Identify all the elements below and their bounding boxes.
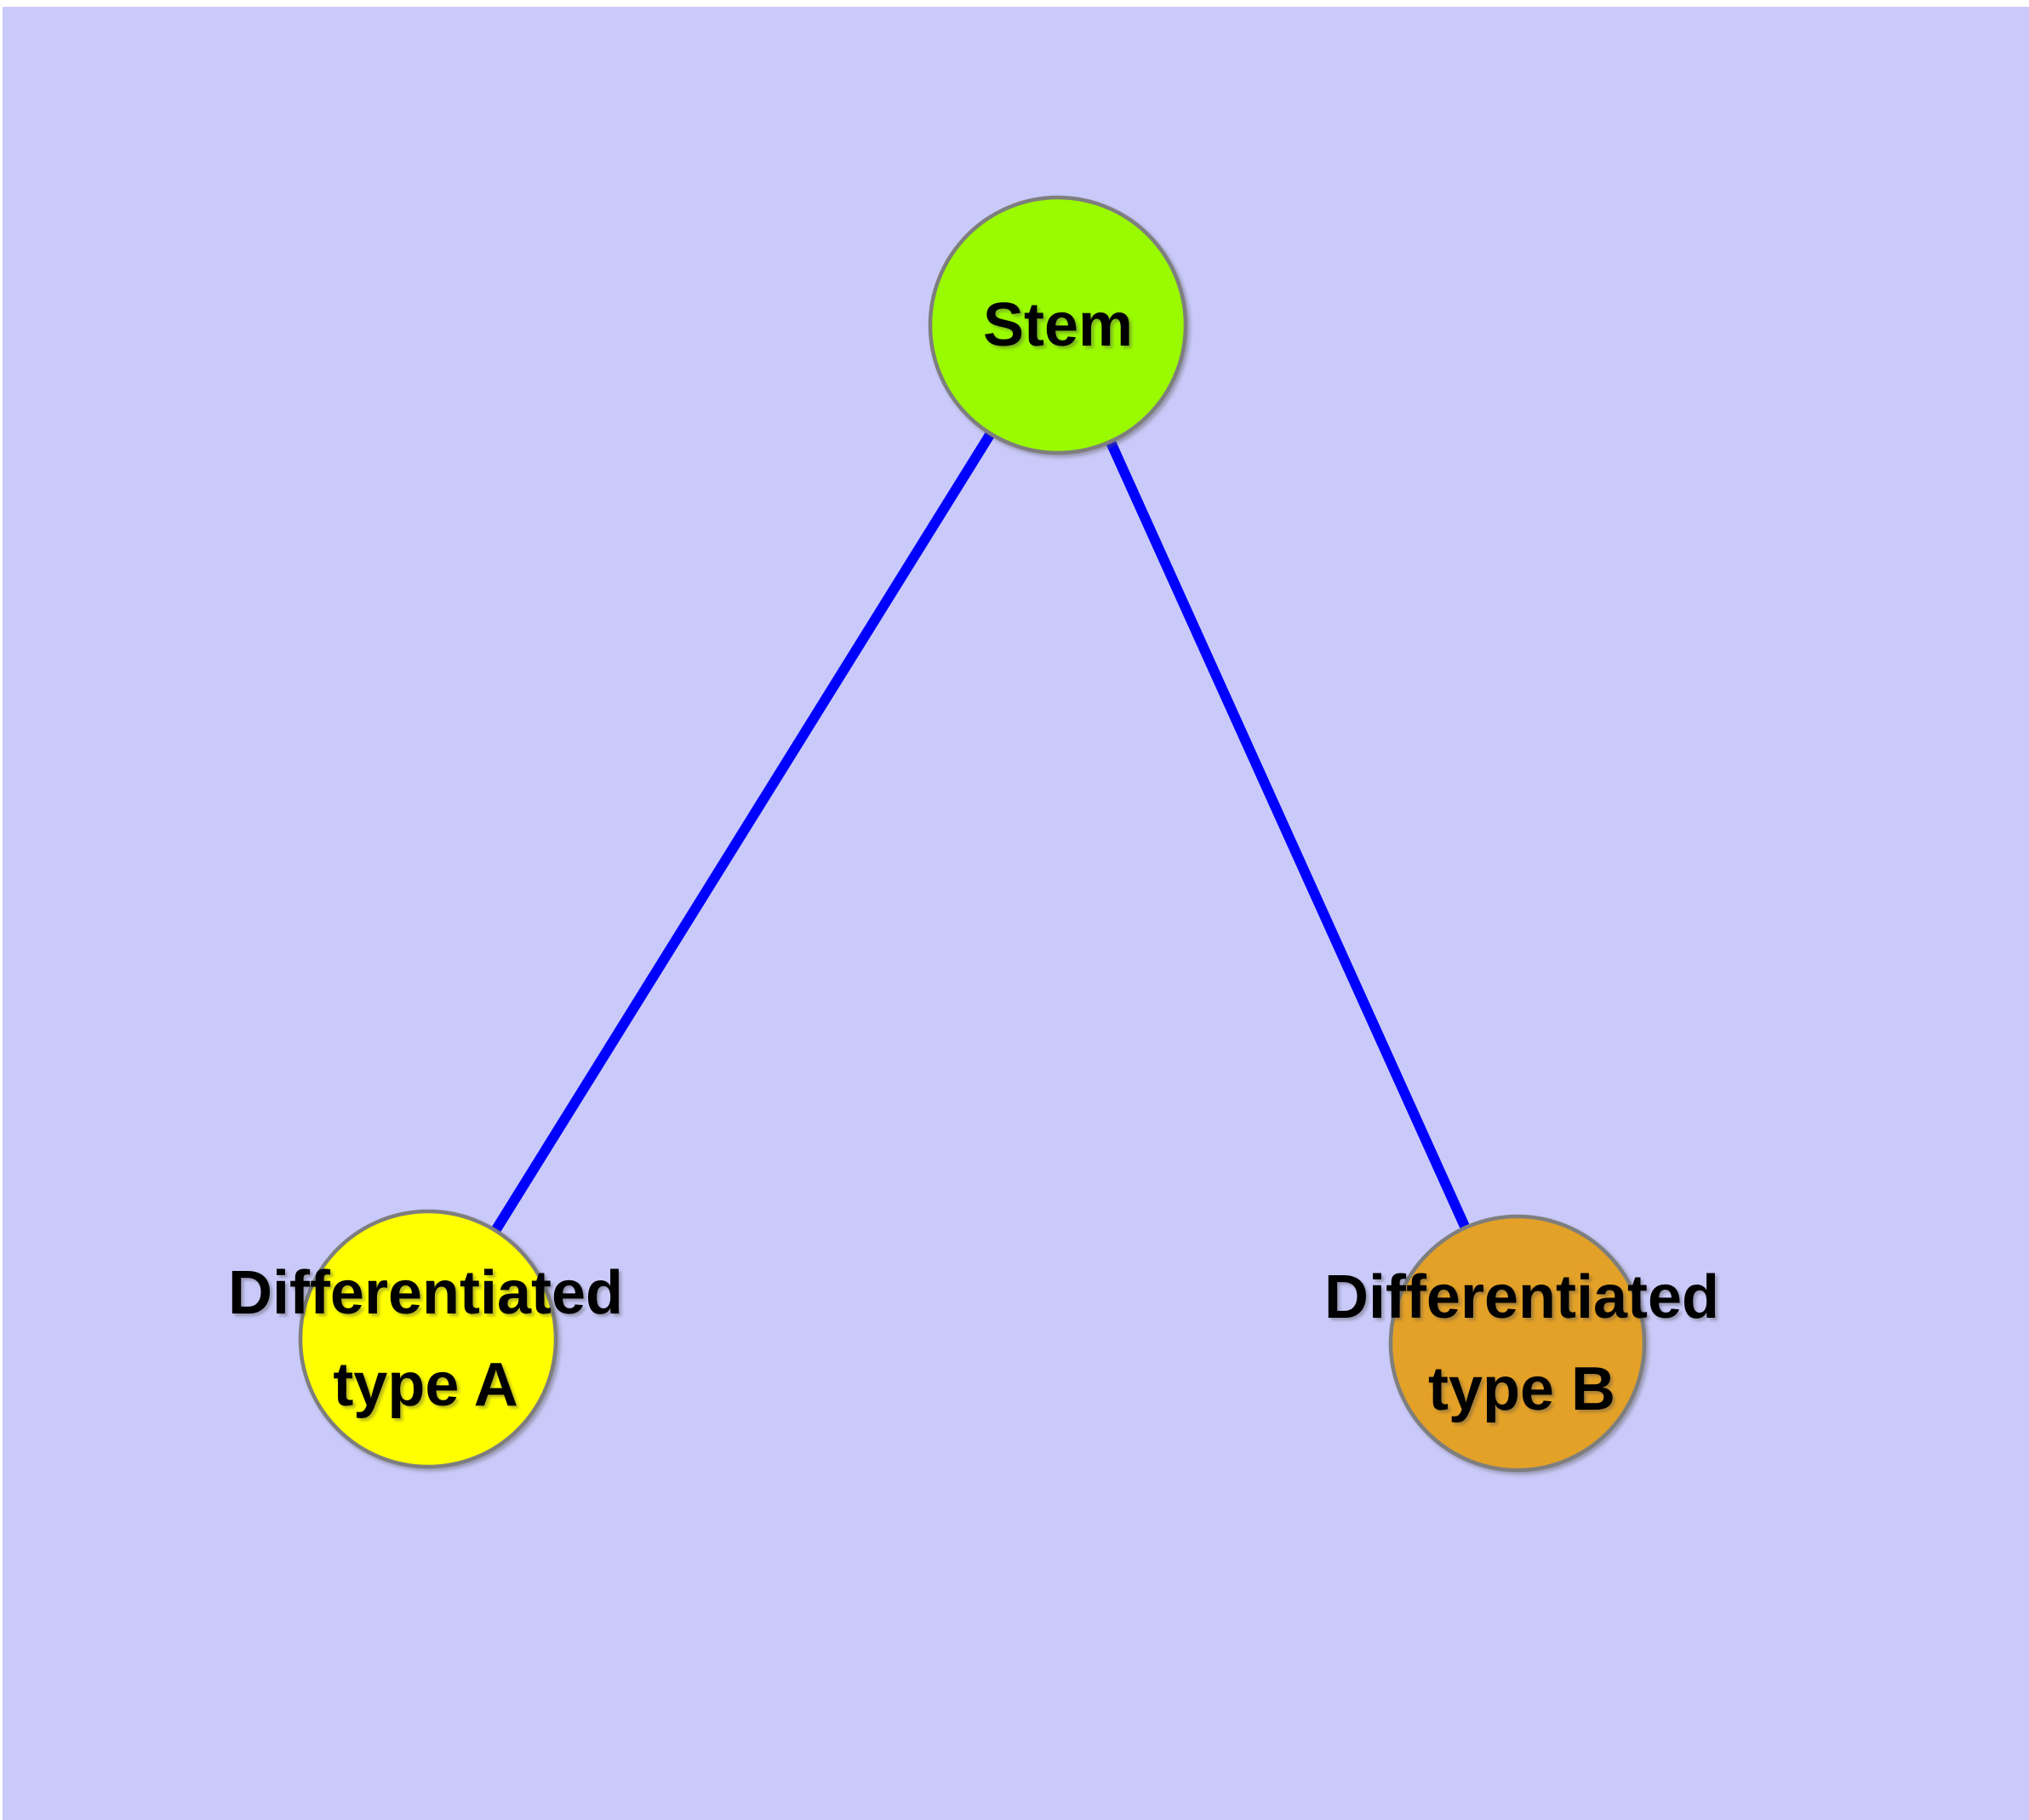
type-b-node-circle	[1388, 1214, 1647, 1473]
type-a-node-label: Differentiated type A	[228, 1247, 623, 1431]
type-b-node-label-line2: type B	[1427, 1355, 1616, 1423]
type-b-node-label-line1: Differentiated	[1323, 1263, 1720, 1331]
stem-node-label-text: Stem	[982, 291, 1134, 359]
graph-plot	[298, 195, 1647, 1473]
type-b-node-label: Differentiated type B	[1324, 1251, 1719, 1435]
type-a-node-circle	[298, 1209, 558, 1469]
stem-node-circle	[928, 195, 1188, 455]
edge-stem-to-type-a	[423, 322, 1063, 1342]
stem-node-label: Stem	[983, 279, 1133, 371]
edge-stem-to-type-b	[1053, 323, 1523, 1346]
graph-canvas: Stem Differentiated type A Differentiate…	[3, 7, 2029, 1820]
type-a-node-label-line2: type A	[333, 1351, 518, 1419]
type-a-node-label-line1: Differentiated	[227, 1259, 624, 1327]
